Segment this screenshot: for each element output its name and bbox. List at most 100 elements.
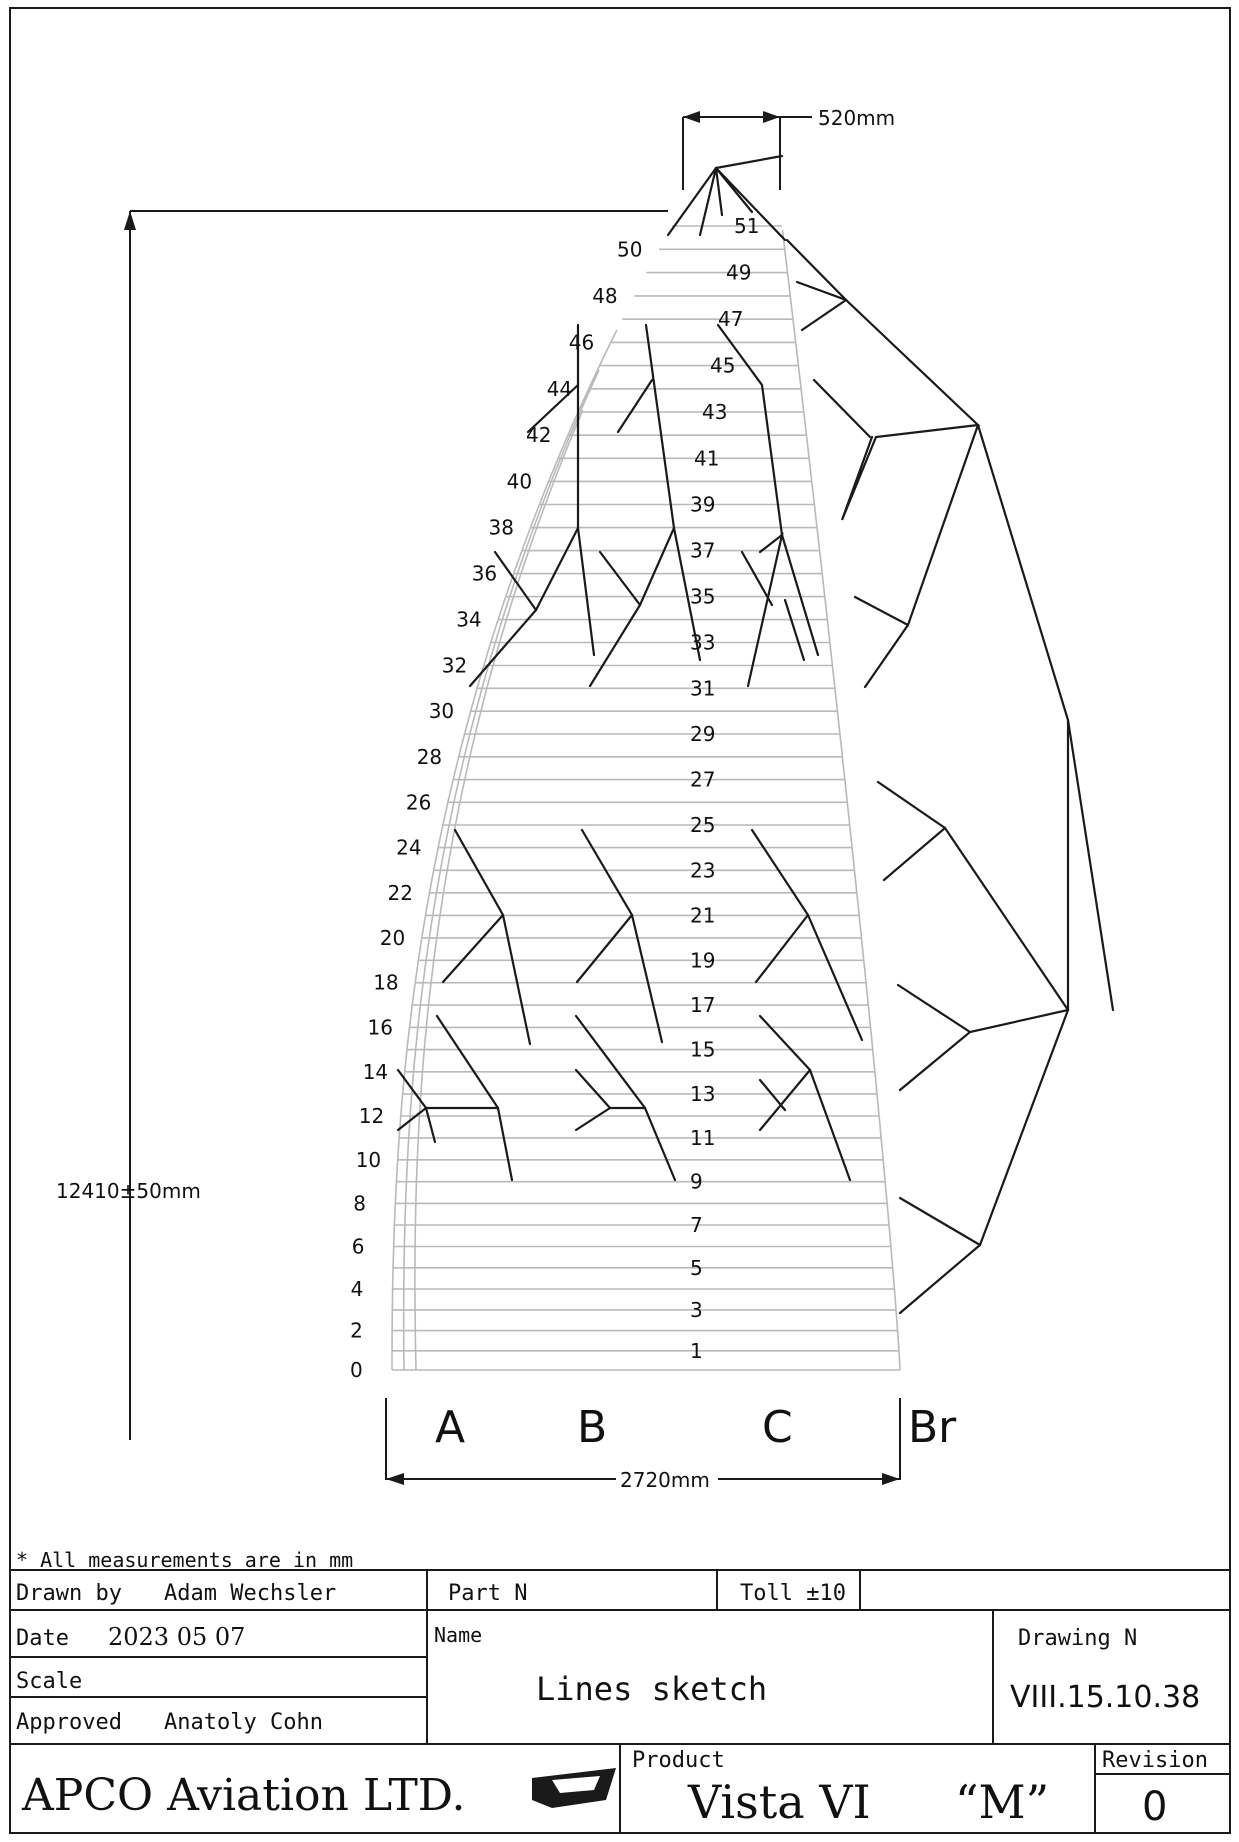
line-b-lower-1 [574,1068,612,1110]
line-tip-fan-1 [666,166,718,237]
rib-number-center: 31 [690,676,715,700]
line-br-upper-1 [785,238,848,332]
product-label: Product [632,1748,725,1773]
drawn-by-value: Adam Wechsler [164,1581,336,1606]
line-b-upper-2 [638,323,676,607]
line-a-upper-4 [576,526,596,657]
line-br-main-top [976,423,1115,1012]
rib-number-center: 41 [694,446,719,470]
date-value: 2023 05 07 [108,1623,245,1651]
rib-number-left: 32 [442,654,467,678]
leading-edge-curve [414,409,584,1371]
rib-number-center: 23 [690,858,715,882]
line-tip-fan-6 [714,154,784,170]
height-label: 12410±50mm [56,1179,201,1203]
rib-number-left: 14 [363,1060,388,1084]
trailing-edge-curve [781,229,901,1371]
revision-label: Revision [1102,1748,1208,1773]
line-br-upper-4 [863,423,980,689]
measurement-note: * All measurements are in mm [16,1548,353,1572]
line-br-upper-5 [853,595,910,627]
line-br-mid-1 [882,826,1070,1012]
line-br-lower-1 [898,1008,1070,1315]
scale-label: Scale [16,1669,82,1694]
rib-numbers-left: 0246810121416182022242628303234363840424… [350,237,642,1382]
line-b-upper-4 [672,526,702,662]
rib-number-center: 9 [690,1170,703,1194]
rib-number-left: 8 [353,1191,366,1215]
approved-label: Approved [16,1710,122,1735]
rib-lines [392,225,900,1371]
rib-number-center: 11 [690,1126,715,1150]
rib-number-center: 49 [726,261,751,285]
drawing-value: VIII.15.10.38 [1010,1680,1200,1715]
line-a-mid-main [453,828,532,1046]
line-b-upper-3 [616,378,654,434]
rib-number-center: 45 [710,354,735,378]
suspension-lines [396,154,1115,1315]
line-br-upper-2 [795,280,981,521]
rib-number-center: 1 [690,1339,703,1363]
rib-number-left: 2 [350,1319,363,1343]
rib-number-center: 37 [690,539,715,563]
rib-number-center: 27 [690,768,715,792]
rib-number-center: 19 [690,948,715,972]
line-tip-fan-2 [698,166,718,237]
rib-numbers-center: 1357911131517192123252729313335373941434… [690,214,759,1363]
line-b-lower-2 [574,1106,612,1132]
line-c-upper-3 [716,323,784,537]
height-dimension: 12410±50mm [56,210,668,1440]
rib-number-center: 47 [718,307,743,331]
line-br-main-bottom [898,718,1070,1092]
rib-number-center: 25 [690,813,715,837]
leading-edge-curve [391,329,618,1370]
wing-outline [391,229,901,1371]
company-logo [532,1768,616,1808]
rib-number-center: 39 [690,493,715,517]
line-br-mid-2 [876,780,947,830]
rib-number-left: 10 [356,1148,381,1172]
line-b-mid-main [580,828,664,1044]
rib-number-center: 15 [690,1038,715,1062]
name-value: Lines sketch [536,1670,767,1708]
rib-number-left: 0 [350,1358,363,1382]
line-b-lower-main [608,1106,677,1182]
line-c-upper-5 [783,598,806,662]
line-a-upper-2 [526,382,580,612]
line-br-upper-3 [812,378,872,439]
line-b-lower-3 [574,1014,647,1110]
width-label: 2720mm [620,1468,710,1492]
rib-number-left: 26 [406,790,431,814]
drawn-by-label: Drawn by [16,1581,122,1606]
drawing-label: Drawing N [1018,1626,1137,1651]
line-c-upper-1 [746,532,784,688]
product-value: Vista VI [687,1775,871,1829]
rib-number-left: 36 [472,562,497,586]
line-a-mid-branch [441,913,505,984]
line-a-lower-3 [435,1014,500,1110]
rib-number-left: 12 [359,1104,384,1128]
group-a-label: A [435,1402,465,1453]
rib-number-left: 30 [429,699,454,723]
rib-number-center: 13 [690,1082,715,1106]
line-c-lower-main [758,1014,852,1182]
line-br-lower-2 [898,1196,982,1247]
group-br-label: Br [908,1402,957,1453]
rib-number-left: 18 [373,971,398,995]
rib-number-left: 50 [617,237,642,261]
rib-number-left: 28 [417,745,442,769]
rib-number-left: 24 [396,836,421,860]
revision-value: 0 [1142,1784,1167,1830]
date-label: Date [16,1626,69,1651]
rib-number-left: 48 [592,284,617,308]
rib-number-center: 21 [690,903,715,927]
line-c-upper-4 [780,533,820,657]
rib-number-left: 44 [547,377,572,401]
line-c-mid-main [750,828,864,1042]
line-b-mid-branch [575,913,634,984]
line-a-lower-main [424,1106,514,1182]
rib-number-left: 4 [351,1277,364,1301]
line-a-lower-2 [396,1106,428,1132]
width-dimension: 2720mm [385,1398,901,1492]
